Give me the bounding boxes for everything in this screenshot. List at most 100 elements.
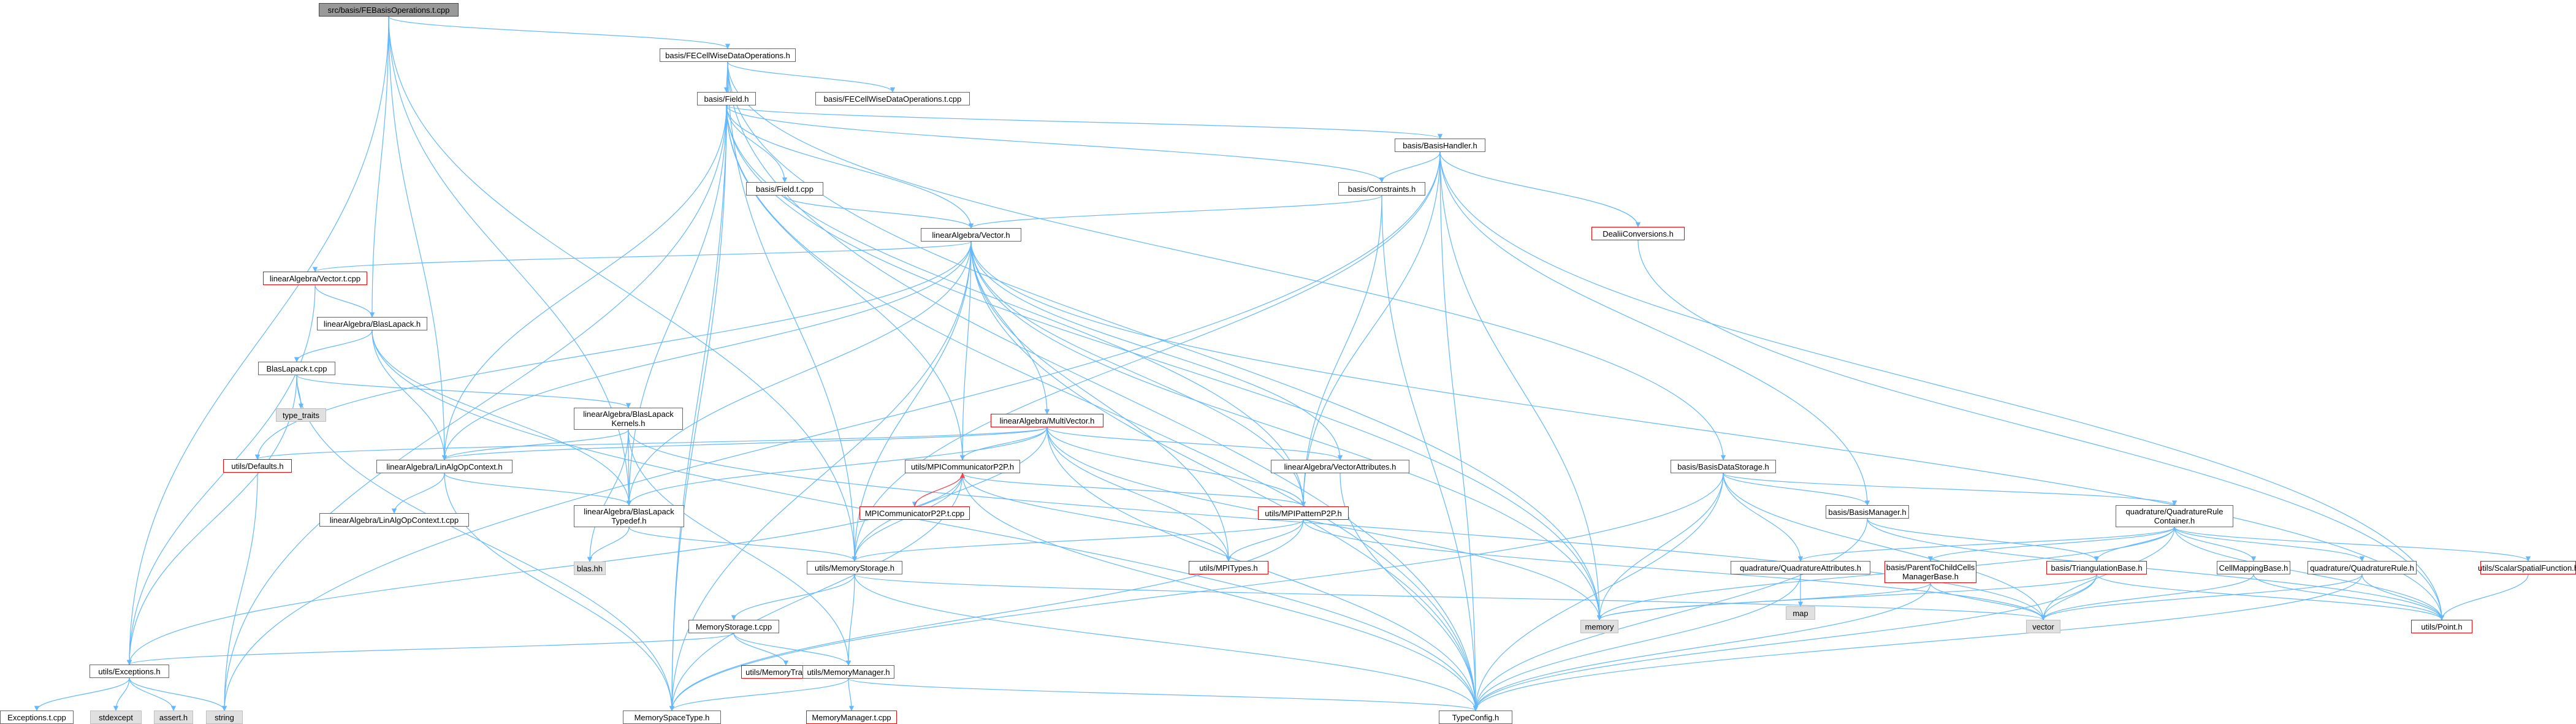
edge-vec-to-tc	[970, 241, 1479, 711]
node-qr[interactable]: quadrature/QuadratureRule.h	[2307, 561, 2417, 574]
node-tc[interactable]: TypeConfig.h	[1439, 711, 1512, 724]
edge-fecw-to-tc	[727, 61, 1479, 711]
edge-qr-to-point	[2361, 574, 2445, 620]
node-lint[interactable]: linearAlgebra/LinAlgOpContext.t.cpp	[319, 513, 469, 527]
edge-bds-to-mem	[1596, 473, 1724, 620]
node-str: string	[206, 711, 243, 724]
node-tri[interactable]: basis/TriangulationBase.h	[2046, 561, 2147, 574]
edge-blk-to-blty	[626, 429, 632, 506]
edge-bh-to-str	[221, 151, 1441, 711]
node-blk[interactable]: linearAlgebra/BlasLapack Kernels.h	[574, 408, 683, 430]
edge-blty-to-ms	[628, 527, 858, 562]
edge-field-to-mpic	[726, 105, 966, 460]
edge-qrc-to-qa	[1797, 527, 2175, 562]
node-bds[interactable]: basis/BasisDataStorage.h	[1671, 460, 1776, 473]
edge-vec-to-va	[970, 241, 1343, 460]
edge-field-to-tc	[726, 105, 1479, 711]
edge-vec-to-mem	[970, 241, 1602, 620]
node-def[interactable]: utils/Defaults.h	[223, 459, 292, 473]
node-fieldt[interactable]: basis/Field.t.cpp	[746, 182, 823, 196]
edge-blty-to-blas	[587, 527, 630, 562]
edge-blt-to-exc	[126, 375, 297, 665]
node-vec[interactable]: linearAlgebra/Vector.h	[921, 228, 1021, 242]
node-mst[interactable]: MemoryStorage.t.cpp	[688, 620, 779, 633]
node-mpit[interactable]: utils/MPITypes.h	[1189, 561, 1268, 574]
edge-field-to-bh	[726, 105, 1442, 139]
node-root[interactable]: src/basis/FEBasisOperations.t.cpp	[319, 3, 459, 17]
edge-bh-to-ms	[852, 151, 1441, 562]
edge-bl-to-blt	[294, 330, 373, 362]
edge-exc-to-sexc	[113, 677, 130, 711]
node-qa[interactable]: quadrature/QuadratureAttributes.h	[1731, 561, 1870, 574]
node-mpic[interactable]: utils/MPICommunicatorP2P.h	[905, 460, 1020, 473]
edge-mv-to-mpic	[959, 427, 1048, 460]
node-bm[interactable]: basis/BasisManager.h	[1826, 505, 1909, 519]
edge-mpip-to-ms	[852, 519, 1304, 562]
edge-bh-to-point	[1439, 151, 2445, 620]
node-blty[interactable]: linearAlgebra/BlasLapack Typedef.h	[574, 505, 684, 527]
node-ssf[interactable]: utils/ScalarSpatialFunction.h	[2478, 561, 2576, 574]
edge-pcm-to-tc	[1473, 582, 1931, 711]
edge-mst-to-mm	[733, 633, 852, 666]
edge-fecw-to-fecwt	[727, 61, 896, 93]
edge-root-to-blty	[388, 16, 632, 506]
edge-bds-to-bm	[1723, 473, 1870, 506]
edge-cmb-to-point	[2253, 574, 2445, 620]
node-mpip[interactable]: utils/MPIPatternP2P.h	[1258, 506, 1349, 520]
node-mmt[interactable]: MemoryManager.t.cpp	[806, 711, 897, 724]
node-qrc[interactable]: quadrature/QuadratureRule Container.h	[2116, 505, 2233, 527]
node-vect[interactable]: linearAlgebra/Vector.t.cpp	[263, 272, 367, 285]
node-mv[interactable]: linearAlgebra/MultiVector.h	[991, 414, 1103, 427]
edge-bl-to-tc	[372, 330, 1479, 711]
edge-qr-to-tc	[1473, 574, 2363, 711]
edge-field-to-vec	[726, 105, 974, 229]
node-blt[interactable]: BlasLapack.t.cpp	[258, 362, 335, 375]
node-cmb[interactable]: CellMappingBase.h	[2217, 561, 2290, 574]
node-bl[interactable]: linearAlgebra/BlasLapack.h	[317, 317, 427, 330]
node-fecw[interactable]: basis/FECellWiseDataOperations.h	[660, 48, 796, 62]
node-ms[interactable]: utils/MemoryStorage.h	[807, 561, 902, 574]
edge-bm-to-tri	[1867, 518, 2100, 562]
edge-tri-to-tc	[1473, 574, 2097, 711]
node-mstype[interactable]: MemorySpaceType.h	[623, 711, 721, 724]
edge-bh-to-cons	[1379, 151, 1441, 183]
edge-ms-to-tc	[854, 574, 1479, 711]
edge-bds-to-mstype	[669, 473, 1724, 711]
edge-bh-to-tc	[1439, 151, 1479, 711]
node-va[interactable]: linearAlgebra/VectorAttributes.h	[1271, 460, 1409, 473]
edge-bh-to-deal	[1439, 151, 1641, 227]
node-exc[interactable]: utils/Exceptions.h	[90, 665, 169, 678]
node-deal[interactable]: DealiiConversions.h	[1591, 227, 1685, 240]
node-point[interactable]: utils/Point.h	[2411, 620, 2472, 633]
node-bh[interactable]: basis/BasisHandler.h	[1395, 139, 1485, 152]
node-pcm[interactable]: basis/ParentToChildCells ManagerBase.h	[1884, 561, 1976, 583]
edge-field-to-fieldt	[726, 105, 788, 183]
edge-mpict-to-mpic	[914, 473, 966, 507]
edge-field-to-blty	[626, 105, 727, 506]
edge-root-to-exc	[126, 16, 389, 665]
node-lin[interactable]: linearAlgebra/LinAlgOpContext.h	[376, 460, 513, 473]
edge-qrc-to-cmb	[2174, 527, 2257, 562]
node-field[interactable]: basis/Field.h	[697, 92, 756, 105]
edge-deal-to-point	[1637, 240, 2445, 620]
edge-mv-to-blty	[626, 427, 1048, 506]
edge-field-to-lin	[441, 105, 727, 460]
edge-field-to-mpip	[726, 105, 1306, 507]
edge-fecw-to-bds	[727, 61, 1726, 460]
edge-vec-to-lin	[441, 241, 972, 460]
edge-mpip-to-vector	[1303, 519, 2046, 620]
node-mpict[interactable]: MPICommunicatorP2P.t.cpp	[859, 506, 970, 520]
edge-mv-to-va	[1046, 427, 1343, 460]
edge-field-to-mem	[726, 105, 1602, 620]
edge-mv-to-mpit	[1046, 427, 1232, 562]
edge-bl-to-blty	[372, 330, 632, 506]
node-exct[interactable]: Exceptions.t.cpp	[0, 711, 74, 724]
node-assert: assert.h	[154, 711, 193, 724]
node-mm[interactable]: utils/MemoryManager.h	[802, 665, 894, 679]
node-cons[interactable]: basis/Constraints.h	[1338, 182, 1425, 196]
node-fecwt[interactable]: basis/FECellWiseDataOperations.t.cpp	[815, 92, 970, 105]
node-mem: memory	[1580, 620, 1618, 633]
edge-mpip-to-mstype	[669, 519, 1304, 711]
edge-blt-to-mstype	[296, 375, 675, 711]
edge-ssf-to-point	[2439, 574, 2529, 620]
